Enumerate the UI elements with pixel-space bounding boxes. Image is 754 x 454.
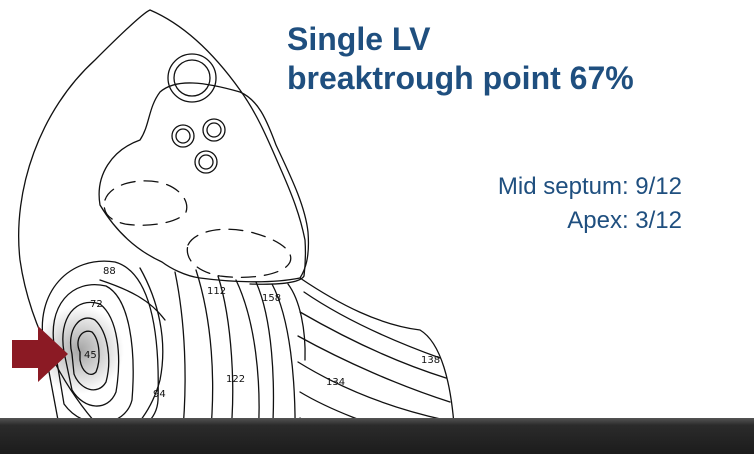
slide-title: Single LV breaktrough point 67% [287,20,634,98]
footer-bar [0,418,754,454]
pulmonary-vein [195,151,217,173]
breakthrough-stats: Mid septum: 9/12 Apex: 3/12 [498,170,682,238]
isochrone-label: 138 [421,355,440,366]
isochrone-label: 134 [326,377,345,388]
aorta [168,54,216,102]
stat-mid-septum: Mid septum: 9/12 [498,170,682,204]
isochrone-label: 94 [153,389,166,400]
isochrone-label: 72 [90,299,103,310]
isochrone-label: 122 [226,374,245,385]
title-line-2: breaktrough point 67% [287,59,634,98]
isochrone-label: 88 [103,266,116,277]
isochrone-label: 158 [262,293,281,304]
title-line-1: Single LV [287,20,634,59]
isochrone-label: 45 [84,350,97,361]
stat-apex: Apex: 3/12 [498,204,682,238]
isochrone-label: 112 [207,286,226,297]
pulmonary-vein [172,125,194,147]
valve-annulus [187,229,290,277]
valve-annulus [104,181,187,225]
pulmonary-vein [203,119,225,141]
